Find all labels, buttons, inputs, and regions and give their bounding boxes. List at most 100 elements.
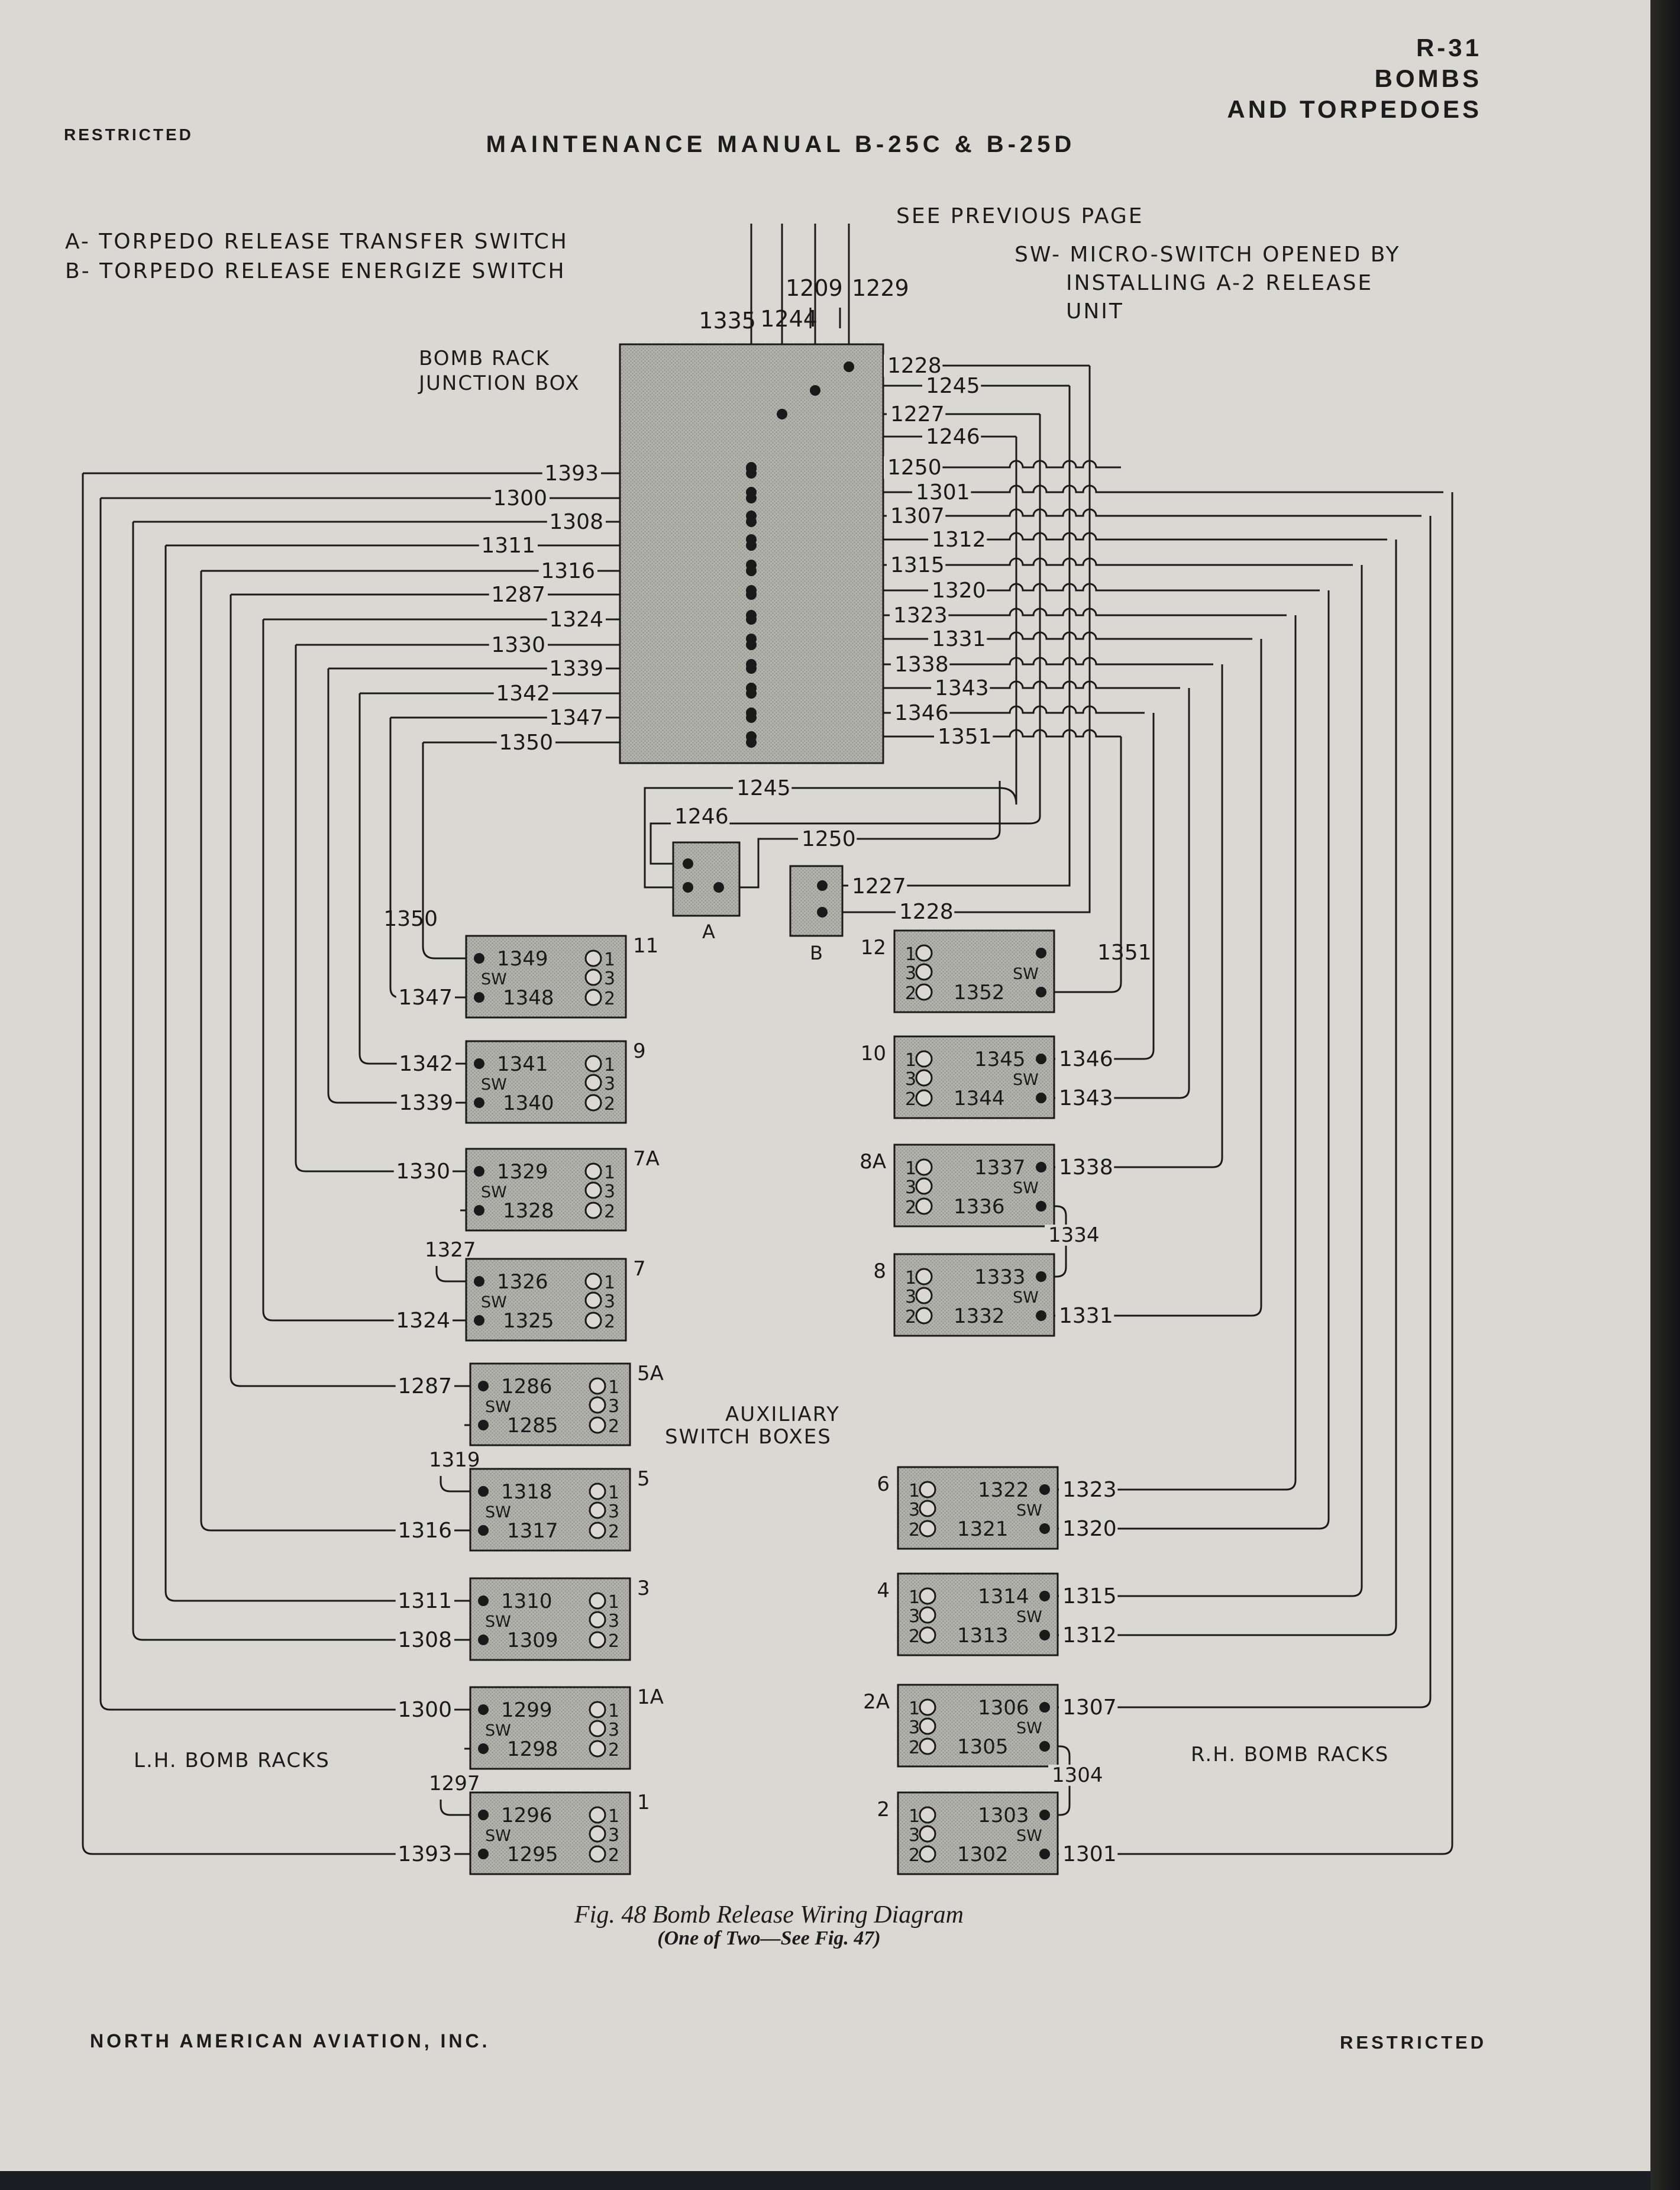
wire-number: 1308: [549, 510, 603, 534]
sw-marker: SW: [481, 1075, 507, 1094]
wire: [1000, 583, 1121, 592]
terminal: [915, 1268, 933, 1285]
label-mask: [1059, 1696, 1118, 1719]
terminal-number: 1: [604, 1272, 615, 1293]
junction-dot: [474, 1058, 484, 1069]
terminal-number: 2: [608, 1416, 619, 1437]
terminal: [915, 1307, 933, 1325]
label-mask: [1055, 1304, 1114, 1327]
label-mask: [887, 554, 946, 577]
switch-box-id: 9: [633, 1039, 646, 1063]
wire-number: 1299: [501, 1698, 553, 1722]
junction-dot: [478, 1849, 489, 1859]
wire-number: 1340: [503, 1091, 554, 1115]
top-wire-number: 1229: [852, 275, 909, 301]
junction-dot: [474, 992, 484, 1003]
wire-number: 1315: [890, 553, 945, 577]
wire-number: 1320: [932, 579, 986, 603]
terminal: [919, 1825, 936, 1843]
section-name-line-2: AND TORPEDOES: [1227, 95, 1482, 123]
terminal: [584, 1074, 602, 1091]
label-mask: [1059, 1585, 1118, 1608]
terminal: [915, 1177, 933, 1195]
wire-number: 1306: [978, 1696, 1029, 1720]
terminal: [915, 983, 933, 1001]
terminal-number: 1: [604, 1055, 615, 1075]
label-mask: [393, 1160, 453, 1183]
label-mask: [395, 1519, 454, 1542]
label-mask: [489, 583, 548, 606]
label-mask: [538, 560, 597, 583]
wire: [1000, 631, 1121, 640]
section-tag: R-31 BOMBS AND TORPEDOES: [1227, 33, 1482, 125]
sw-marker: SW: [1013, 1179, 1039, 1197]
terminal: [589, 1701, 606, 1719]
terminal-number: 1: [905, 1050, 916, 1071]
terminal-number: 3: [909, 1606, 920, 1627]
legend-b: B- TORPEDO RELEASE ENERGIZE SWITCH: [65, 259, 566, 283]
label-mask: [922, 374, 981, 398]
wire-number: 1336: [954, 1195, 1005, 1219]
junction-box-label-2: JUNCTION BOX: [419, 372, 580, 395]
junction-dot: [1039, 1849, 1050, 1859]
junction-dot: [474, 1276, 484, 1287]
terminal-number: 3: [608, 1396, 619, 1417]
terminal-number: 3: [909, 1717, 920, 1738]
see-previous-page-note: SEE PREVIOUS PAGE: [896, 204, 1144, 228]
terminal-number: 2: [905, 1197, 916, 1218]
wire-number: 1338: [1059, 1155, 1113, 1180]
sw-marker: SW: [485, 1613, 511, 1631]
junction-dot: [478, 1704, 489, 1715]
wire-number: 1227: [890, 402, 945, 427]
terminal: [915, 1050, 933, 1068]
label-mask: [396, 986, 455, 1009]
junction-dot: [1036, 987, 1046, 997]
wire-number: 1331: [1059, 1304, 1113, 1328]
wire-number: 1312: [1062, 1623, 1117, 1648]
wire-number: 1312: [932, 528, 986, 552]
terminal-number: 1: [905, 1158, 916, 1179]
wire-number: 1349: [497, 947, 548, 971]
wire-number: 1342: [399, 1052, 453, 1076]
terminal: [589, 1806, 606, 1824]
wire-number: 1344: [954, 1087, 1005, 1110]
switch-box-id: 10: [861, 1042, 886, 1065]
sw-marker: SW: [1013, 1071, 1039, 1089]
terminal-number: 2: [909, 1737, 920, 1758]
label-mask: [884, 456, 943, 479]
label-mask: [395, 1698, 454, 1721]
wire-number: 1295: [507, 1843, 558, 1866]
terminal: [919, 1737, 936, 1755]
wire-number: 1343: [1059, 1086, 1113, 1110]
wire-number: 1287: [398, 1374, 452, 1398]
terminal: [919, 1587, 936, 1605]
wire-number: 1346: [1059, 1047, 1113, 1071]
section-code: R-31: [1416, 34, 1482, 62]
terminal-number: 3: [905, 1069, 916, 1090]
wire-number: 1352: [954, 981, 1005, 1004]
wire-number: 1350: [499, 731, 553, 755]
terminal: [584, 1094, 602, 1112]
terminal: [589, 1720, 606, 1737]
wire: [262, 619, 479, 1322]
wire-number: 1286: [501, 1375, 553, 1398]
wire-number: 1304: [1052, 1763, 1103, 1787]
label-mask: [489, 634, 548, 657]
wire-number: 1297: [429, 1772, 480, 1795]
terminal-number: 3: [604, 1291, 615, 1312]
junction-dot: [713, 882, 724, 893]
terminal: [589, 1611, 606, 1629]
junction-dot: [1036, 1162, 1046, 1172]
wire: [440, 1476, 483, 1493]
sw-marker: SW: [485, 1503, 511, 1522]
switch-box-id: 5: [637, 1467, 650, 1491]
terminal: [584, 968, 602, 986]
terminal-number: 3: [608, 1825, 619, 1846]
terminal: [584, 989, 602, 1006]
wire-number: 1310: [501, 1590, 553, 1613]
terminal-number: 1: [909, 1587, 920, 1608]
terminal-number: 2: [905, 983, 916, 1004]
junction-dot: [746, 585, 757, 596]
junction-dot: [746, 708, 757, 718]
wire-number: 1228: [887, 354, 942, 378]
